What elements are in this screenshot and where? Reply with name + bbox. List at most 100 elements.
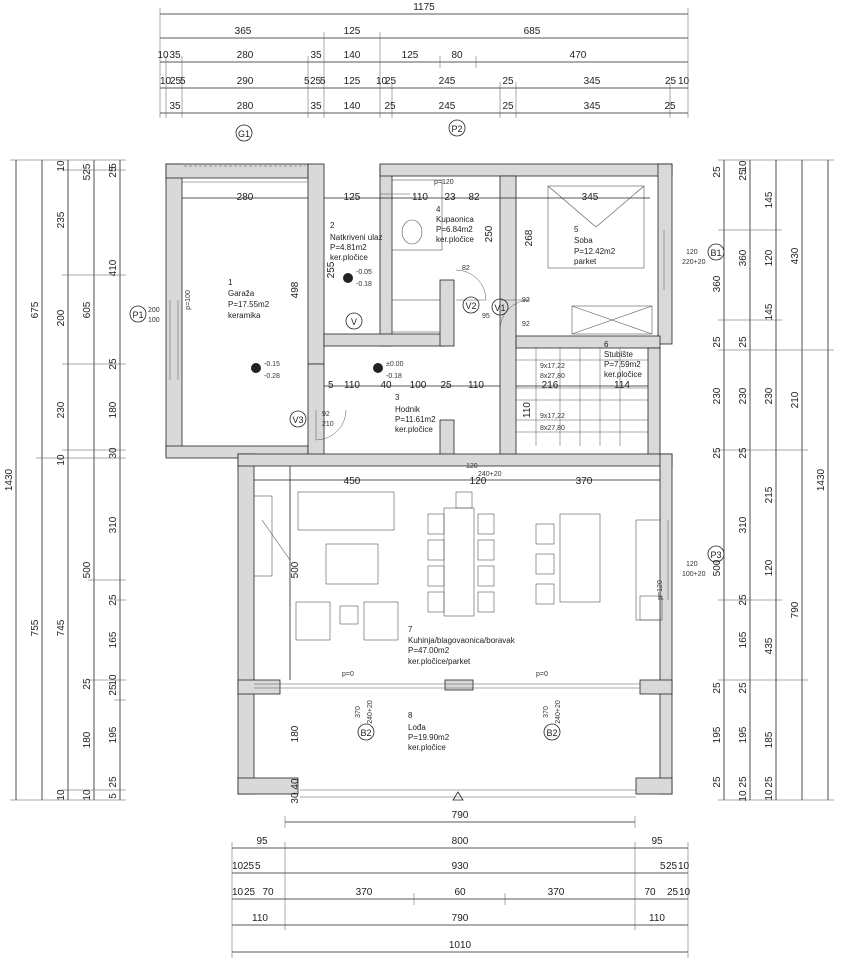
left-dim-total: 1430 (4, 468, 15, 491)
marker-v1: V1 (494, 303, 505, 313)
inner-dim: 180 (290, 725, 301, 742)
bottom-dim: 25 (666, 861, 678, 872)
top-dim: 290 (237, 76, 254, 87)
top-dim: 25 (310, 76, 322, 87)
left-dim: 25 (108, 776, 119, 788)
window-spec: 240+20 (555, 700, 562, 724)
room-area: P=17.55m2 (228, 300, 270, 309)
inner-dim: 498 (290, 281, 301, 298)
top-dim: 125 (402, 50, 419, 61)
living-furniture (253, 491, 663, 641)
inner-dim: 500 (290, 561, 301, 578)
right-dim-total: 1430 (816, 468, 827, 491)
top-dim: 25 (384, 101, 396, 112)
room-8-label: 8 Lođa P=19.90m2 ker.pločice (408, 711, 450, 752)
left-dim: 30 (108, 447, 119, 459)
level-value: -0.05 (356, 269, 372, 276)
top-dim: 245 (439, 76, 456, 87)
bottom-dim: 60 (454, 887, 466, 898)
top-dim: 35 (169, 50, 181, 61)
top-dim: 125 (344, 76, 361, 87)
left-dim: 25 (82, 678, 93, 690)
room-finish: ker.pločice (330, 253, 368, 262)
stair-spec: 9x17,22 (540, 413, 565, 420)
right-dim: 215 (764, 486, 775, 503)
top-dim: 10 (160, 76, 172, 87)
window-spec: 100+20 (682, 571, 706, 578)
right-dim: 120 (764, 559, 775, 576)
bottom-dim: 110 (649, 913, 665, 924)
inner-dim: 120 (470, 476, 487, 487)
room-2-label: 2 Natkriveni ulaz P=4.81m2 ker.pločice (330, 221, 382, 262)
right-dim: 25 (738, 594, 749, 606)
top-dim: 140 (344, 50, 361, 61)
left-dim: 10 (56, 160, 67, 172)
marker-v: V (351, 317, 357, 327)
marker-p3: P3 (710, 550, 721, 560)
top-dim: 25 (502, 101, 514, 112)
marker-v2: V2 (465, 301, 476, 311)
left-dim: 755 (30, 619, 41, 636)
right-dim: 120 (764, 249, 775, 266)
bottom-dim: 10 (678, 861, 690, 872)
left-dim: 25 (108, 684, 119, 696)
left-dim: 10 (82, 789, 93, 801)
room-area: P=47.00m2 (408, 646, 450, 655)
room-area: P=7.59m2 (604, 360, 641, 369)
room-name: Hodnik (395, 405, 421, 414)
bottom-dim: 930 (452, 861, 469, 872)
room-7-label: 7 Kuhinja/blagovaonica/boravak P=47.00m2… (408, 625, 516, 666)
bottom-dim: 10 (232, 887, 244, 898)
room-1-label: 1 Garaža P=17.55m2 keramika (228, 278, 270, 320)
bottom-dim: 10 (679, 887, 691, 898)
right-dim: 195 (738, 726, 749, 743)
bottom-dim: 370 (356, 887, 373, 898)
top-dim: 245 (439, 101, 456, 112)
level-icon (343, 273, 353, 283)
top-dim: 280 (237, 101, 254, 112)
top-dim: 280 (237, 50, 254, 61)
right-dim: 360 (712, 275, 723, 292)
bottom-dimensions: 790 95 800 95 10 25 5 930 5 25 10 10 25 … (231, 810, 691, 958)
north-arrow-icon (452, 791, 464, 801)
sill-spec: p=120 (657, 580, 664, 600)
top-dim: 470 (570, 50, 587, 61)
right-dim: 230 (712, 387, 723, 404)
window-spec: 120 (686, 249, 698, 256)
door-spec: 95 (482, 313, 490, 320)
right-dim: 25 (738, 682, 749, 694)
room-finish: ker.pločice (408, 743, 446, 752)
marker-b2-right: B2 (546, 728, 557, 738)
left-dim: 25 (108, 594, 119, 606)
inner-dim: 5 (328, 380, 334, 391)
room-4-label: 4 Kupaonica P=6.84m2 ker.pločice (436, 205, 474, 244)
right-dim: 25 (764, 776, 775, 788)
left-dim: 195 (108, 726, 119, 743)
door-spec: 240+20 (478, 471, 502, 478)
section-markers: G1 P2 P1 B1 P3 B2 B2 V V1 V2 V3 (129, 119, 725, 801)
room-6-label: 6 Stubište P=7.59m2 ker.pločice (604, 340, 642, 379)
right-dim: 145 (764, 191, 775, 208)
inner-dim: 30 (290, 792, 301, 804)
bottom-dim: 370 (548, 887, 565, 898)
marker-b2-left: B2 (360, 728, 371, 738)
right-dim: 25 (712, 166, 723, 178)
top-dim: 685 (524, 26, 541, 37)
room-name: Kupaonica (436, 215, 474, 224)
top-dim: 35 (310, 50, 322, 61)
room-name: Stubište (604, 350, 633, 359)
door-spec: 92 (522, 321, 530, 328)
right-dim: 310 (738, 516, 749, 533)
top-dim: 25 (385, 76, 397, 87)
left-dim: 5 (108, 163, 119, 169)
marker-p1: P1 (132, 310, 143, 320)
walls (165, 163, 673, 795)
sill-spec: p=120 (434, 179, 454, 186)
left-dim: 165 (108, 631, 119, 648)
room-3-label: 3 Hodnik P=11.61m2 ker.pločice (395, 393, 436, 434)
left-dim: 10 (108, 674, 119, 686)
left-dim: 500 (82, 561, 93, 578)
bottom-dim: 800 (452, 836, 469, 847)
inner-dim: 216 (542, 380, 559, 391)
right-dim: 230 (764, 387, 775, 404)
